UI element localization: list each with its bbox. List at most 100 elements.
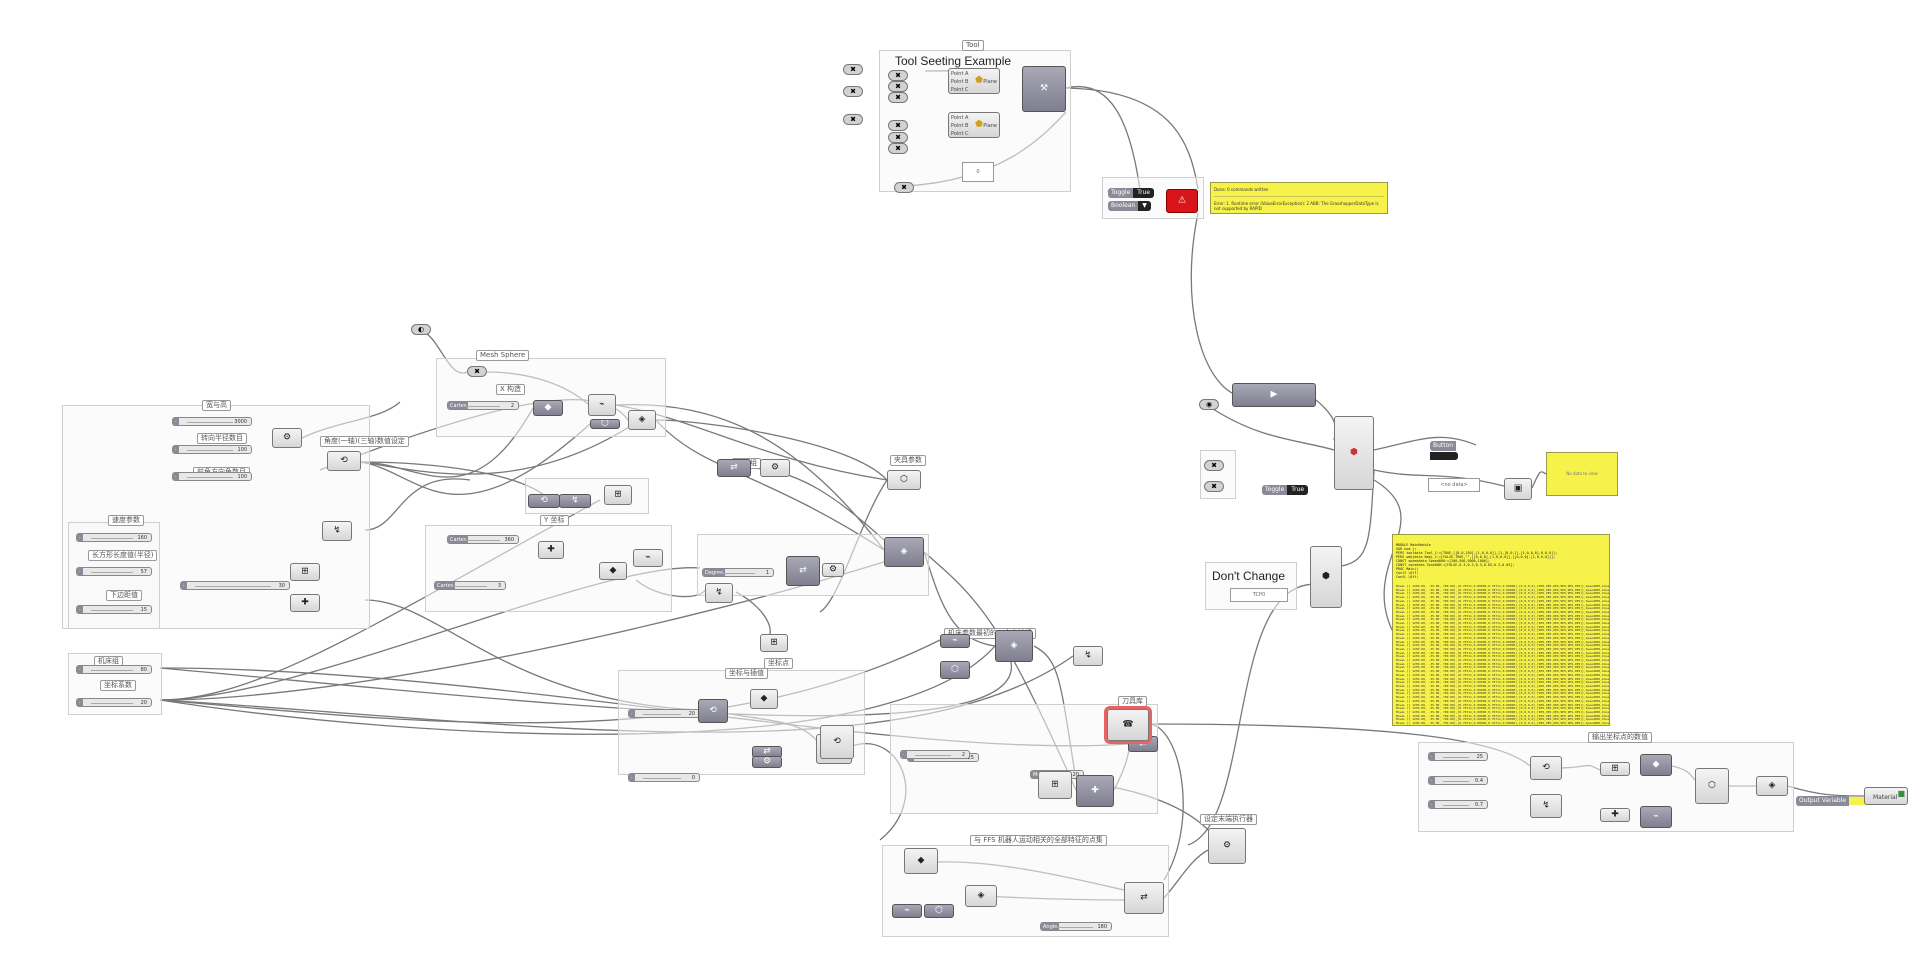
component[interactable]: ⟲ [698,699,728,723]
tcp-component[interactable]: ⬢ [1310,546,1342,608]
output-panel-small[interactable]: Done: 0 commands written Error: 1. Runti… [1210,182,1388,214]
component[interactable]: ✚ [1600,808,1630,822]
component[interactable]: ⟲ [1530,756,1562,780]
component[interactable]: ⬡ [887,470,921,490]
component[interactable]: ⇄ [717,459,751,477]
param-point-8[interactable]: ✖ [888,132,908,143]
component[interactable]: ⚙ [1208,828,1246,864]
number-slider[interactable]: ·80 [76,665,152,674]
component[interactable]: ↯ [705,583,733,603]
material-component[interactable]: Material ■ [1864,787,1908,805]
component[interactable]: ⊞ [290,563,320,581]
param-top-left-2[interactable]: ✖ [467,366,487,377]
create-tool-component[interactable]: ⚒ [1022,66,1066,112]
param-point-10[interactable]: ✖ [894,182,914,193]
component[interactable]: ⬡ [590,419,620,429]
component[interactable]: ⬡ [1695,768,1729,804]
component[interactable]: ⌁ [892,904,922,918]
component[interactable]: ◆ [1640,754,1672,776]
component[interactable]: ⟲ [528,494,560,508]
number-slider[interactable]: ·57 [76,567,152,576]
number-slider[interactable]: ·0 [628,773,700,782]
param-point-9[interactable]: ✖ [888,143,908,154]
plain-panel-mid[interactable]: <no data> [1428,478,1480,492]
param-point-3[interactable]: ✖ [843,114,863,125]
component[interactable]: ◆ [750,689,778,709]
component[interactable]: ⊞ [1600,762,1630,776]
component[interactable]: ◈ [1756,776,1788,796]
number-slider[interactable]: ·0.4 [1428,776,1488,785]
number-slider[interactable]: ·15 [76,605,152,614]
dont-change-panel[interactable]: TCP0 [1230,588,1288,602]
param-right-2[interactable]: ✖ [1204,460,1224,471]
number-slider[interactable]: ·100 [172,445,252,454]
number-slider[interactable]: ·160 [76,533,152,542]
component[interactable]: ↯ [1073,646,1103,666]
selected-frame-component[interactable]: ☎ [1104,706,1152,744]
component[interactable]: ✚ [290,594,320,612]
param-point-5[interactable]: ✖ [888,81,908,92]
component[interactable]: ⟲ [327,451,361,471]
tool-mass-panel[interactable]: 0 [962,162,994,182]
component[interactable]: ✚ [538,541,564,559]
param-point-4[interactable]: ✖ [888,70,908,81]
component[interactable]: ⚙ [822,563,844,577]
component[interactable]: ⊞ [1038,771,1072,799]
param-point-6[interactable]: ✖ [888,92,908,103]
component[interactable]: ⌁ [588,394,616,416]
component[interactable]: ◈ [995,630,1033,662]
number-slider[interactable]: ·30 [180,581,290,590]
param-point-1[interactable]: ✖ [843,64,863,75]
component[interactable]: ◈ [628,410,656,430]
param-point-7[interactable]: ✖ [888,120,908,131]
component[interactable]: ↯ [322,521,352,541]
right-small-panel[interactable]: No data to view [1546,452,1618,496]
button-right[interactable]: Button [1430,441,1476,460]
component[interactable]: ⚙ [272,428,302,448]
robot-program-component[interactable]: ⬢ [1334,416,1374,490]
component[interactable]: ⌁ [940,634,970,648]
component[interactable]: ⊞ [604,485,632,505]
param-point-2[interactable]: ✖ [843,86,863,97]
component[interactable]: ◆ [599,562,627,580]
component[interactable]: ✚ [1076,775,1114,807]
robot-component-header[interactable]: ▶ [1232,383,1316,407]
component[interactable]: ⚙ [760,459,790,477]
component[interactable]: ↯ [1530,794,1562,818]
export-error-component[interactable]: ⚠ [1166,189,1198,213]
param-top-left[interactable]: ◐ [411,324,431,335]
component[interactable]: ⌁ [633,549,663,567]
output-variable-tag[interactable]: Output Variable [1796,796,1874,806]
component[interactable]: ⬡ [940,661,970,679]
component[interactable]: ◈ [884,537,924,567]
number-slider[interactable]: ·25 [1428,752,1488,761]
param-right-3[interactable]: ✖ [1204,481,1224,492]
component[interactable]: ⬡ [924,904,954,918]
component[interactable]: ◈ [965,885,997,907]
component[interactable]: ⌁ [1640,806,1672,828]
custom-preview-component[interactable]: ▣ [1504,478,1532,500]
component[interactable]: ◆ [904,848,938,874]
component[interactable]: ⇄ [786,556,820,586]
button-top[interactable]: Boolean▼ [1108,201,1151,211]
param-right-1[interactable]: ◉ [1199,399,1219,410]
component[interactable]: ◆ [533,400,563,416]
number-slider[interactable]: ·3000 [172,417,252,426]
number-slider[interactable]: ·100 [172,472,252,481]
number-slider[interactable]: ·2 [900,750,970,759]
number-slider[interactable]: ·0.7 [1428,800,1488,809]
component[interactable]: ⚙ [752,756,782,768]
component[interactable]: ⟲ [820,725,854,759]
component[interactable]: ⊞ [760,634,788,652]
component[interactable]: ↯ [559,494,591,508]
